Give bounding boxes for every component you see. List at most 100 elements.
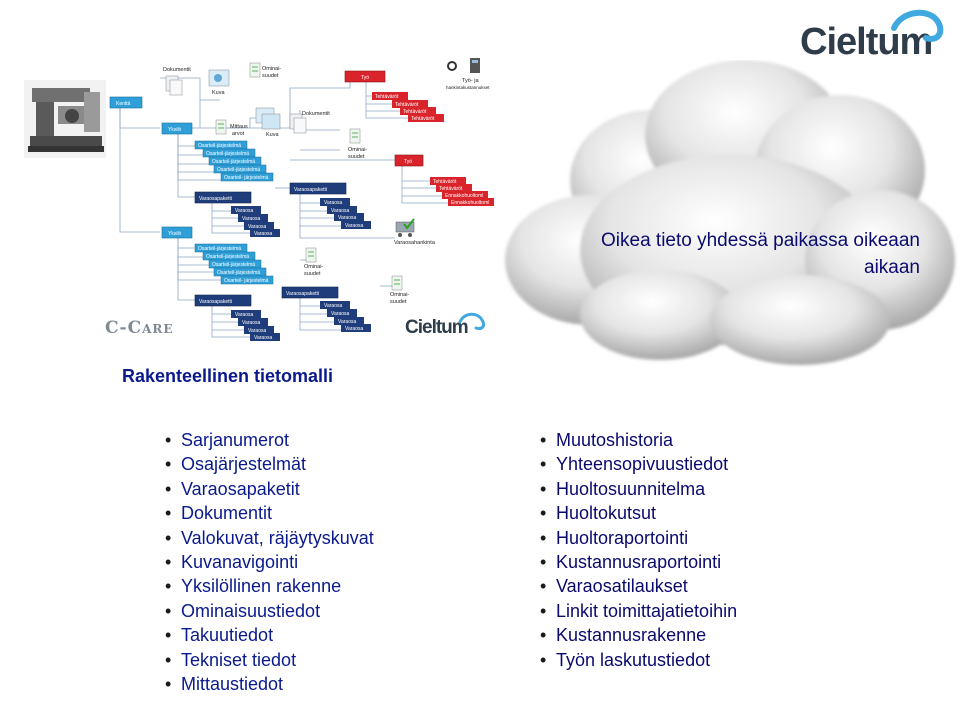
svg-text:Työ: Työ: [361, 75, 369, 81]
svg-text:Varaosa: Varaosa: [338, 215, 356, 221]
machine-photo: [24, 80, 106, 158]
list-item: Muutoshistoria: [540, 428, 737, 453]
diagram-doc-icon-2: Dokumentit: [289, 111, 330, 134]
svg-text:Työ- ja: Työ- ja: [462, 78, 479, 84]
svg-text:suudet: suudet: [304, 271, 321, 277]
cloud-caption: Oikea tieto yhdessä paikassa oikeaan aik…: [540, 227, 920, 281]
diagram-spare-order: Varaosahankinta: [394, 218, 436, 246]
diagram-spare-package-1: Varaosapaketti Varaosa Varaosa Varaosa V…: [194, 191, 280, 237]
svg-text:arvot: arvot: [232, 131, 245, 137]
svg-text:Varaosapaketti: Varaosapaketti: [294, 187, 327, 193]
structure-diagram: Kenttä Yksilö Yksilö Osarteil-järjestelm…: [24, 58, 494, 341]
svg-text:Varaosapaketti: Varaosapaketti: [286, 291, 319, 297]
svg-text:Ominai-: Ominai-: [262, 66, 281, 72]
svg-text:Ominai-: Ominai-: [304, 264, 323, 270]
list-item: Mittaustiedot: [165, 672, 374, 697]
svg-text:Varaosa: Varaosa: [235, 312, 253, 318]
list-item: Sarjanumerot: [165, 428, 374, 453]
svg-text:Osarteil-järjestelmä: Osarteil-järjestelmä: [206, 151, 249, 157]
list-item: Varaosatilaukset: [540, 574, 737, 599]
list-item: Kustannusrakenne: [540, 623, 737, 648]
section-title: Rakenteellinen tietomalli: [122, 366, 334, 386]
svg-text:Varaosa: Varaosa: [254, 335, 272, 341]
svg-text:Varaosa: Varaosa: [324, 200, 342, 206]
list-item: Ominaisuustiedot: [165, 599, 374, 624]
diagram-node-unit-1: Yksilö: [161, 122, 193, 135]
diagram-node-unit-2: Yksilö: [161, 226, 193, 239]
svg-text:Osarteil-järjestelmä: Osarteil-järjestelmä: [217, 167, 260, 173]
svg-text:Dokumentit: Dokumentit: [302, 111, 330, 117]
svg-text:Osarteil-järjestelmä: Osarteil-järjestelmä: [198, 143, 241, 149]
cieltum-logo: Cieltum: [800, 21, 933, 63]
diagram-work-1: Työ Tehtäväröt Tehtäväröt Tehtäväröt Teh…: [344, 70, 444, 122]
diagram-spare-package-3: Varaosapaketti Varaosa Varaosa Varaosa V…: [289, 182, 371, 229]
svg-text:Varaosa: Varaosa: [345, 223, 363, 229]
cieltum-swirl-small-icon: [458, 312, 486, 330]
svg-text:Ominai-: Ominai-: [390, 292, 409, 298]
svg-text:suudet: suudet: [390, 299, 407, 305]
diagram-measure: Mittaus arvot: [215, 119, 248, 137]
list-item: Kuvanavigointi: [165, 550, 374, 575]
svg-text:Varaosa: Varaosa: [345, 326, 363, 332]
cloud-caption-line-1: Oikea tieto yhdessä paikassa oikeaan: [601, 230, 920, 251]
list-item: Huoltokutsut: [540, 501, 737, 526]
svg-text:Ennakkohuoltoml: Ennakkohuoltoml: [445, 193, 483, 199]
diagram-work-costs: Työ- ja hankintakustannukset: [446, 58, 490, 90]
list-item: Huoltoraportointi: [540, 526, 737, 551]
svg-text:Varaosa: Varaosa: [331, 208, 349, 214]
diagram-image-icon-2: Kuva: [255, 107, 281, 138]
diagram-connectors: [119, 75, 448, 338]
svg-text:Ennakkohuoltoml: Ennakkohuoltoml: [451, 200, 489, 206]
svg-text:hankintakustannukset: hankintakustannukset: [446, 85, 490, 90]
svg-text:Tehtäväröt: Tehtäväröt: [375, 94, 399, 100]
svg-text:Osarteil- järjestelmä: Osarteil- järjestelmä: [224, 278, 269, 284]
list-item: Linkit toimittajatietoihin: [540, 599, 737, 624]
svg-text:Tehtäväröt: Tehtäväröt: [433, 179, 457, 185]
svg-text:Tehtäväröt: Tehtäväröt: [439, 186, 463, 192]
diagram-subsystems-1: Osarteil-järjestelmä Osarteil-järjestelm…: [194, 140, 274, 182]
svg-text:Varaosa: Varaosa: [248, 224, 266, 230]
svg-text:Varaosa: Varaosa: [324, 303, 342, 309]
diagram-subsystems-2: Osarteil-järjestelmä Osarteil-järjestelm…: [194, 243, 274, 285]
svg-text:Varaosa: Varaosa: [331, 311, 349, 317]
cloud-caption-line-2: aikaan: [864, 257, 920, 278]
svg-text:Mittaus: Mittaus: [230, 124, 248, 130]
list-item: Työn laskutustiedot: [540, 648, 737, 673]
svg-text:Kuva: Kuva: [266, 132, 279, 138]
svg-text:Osarteil-järjestelmä: Osarteil-järjestelmä: [206, 254, 249, 260]
diagram-doc-icon: Dokumentit: [163, 67, 191, 96]
left-bullet-list: Sarjanumerot Osajärjestelmät Varaosapake…: [165, 428, 374, 697]
diagram-image-icon: Kuva: [208, 69, 230, 96]
diagram-node-root: Kenttä: [109, 96, 143, 109]
svg-text:Yksilö: Yksilö: [168, 231, 182, 237]
diagram-spare-package-2: Varaosapaketti Varaosa Varaosa Varaosa V…: [194, 294, 280, 341]
list-item: Valokuvat, räjäytyskuvat: [165, 526, 374, 551]
list-item: Varaosapaketit: [165, 477, 374, 502]
svg-text:Varaosapaketti: Varaosapaketti: [199, 196, 232, 202]
diagram-properties-low: Ominai- suudet: [304, 247, 323, 277]
cieltum-swirl-icon: [891, 10, 944, 42]
svg-text:Kuva: Kuva: [212, 90, 225, 96]
svg-text:Varaosa: Varaosa: [248, 328, 266, 334]
svg-text:Osarteil- järjestelmä: Osarteil- järjestelmä: [224, 175, 269, 181]
svg-text:Varaosapaketti: Varaosapaketti: [199, 299, 232, 305]
svg-text:Kenttä: Kenttä: [116, 101, 131, 107]
svg-text:Varaosahankinta: Varaosahankinta: [394, 240, 436, 246]
c-care-logo: C-Care: [105, 318, 174, 338]
cieltum-logo-small: Cieltum: [405, 317, 469, 338]
svg-text:Varaosa: Varaosa: [254, 231, 272, 237]
right-bullet-list: Muutoshistoria Yhteensopivuustiedot Huol…: [540, 428, 737, 672]
diagram-properties-mid: Ominai- suudet: [348, 128, 367, 160]
list-item: Tekniset tiedot: [165, 648, 374, 673]
svg-text:Osarteil-järjestelmä: Osarteil-järjestelmä: [212, 262, 255, 268]
svg-text:Varaosa: Varaosa: [338, 319, 356, 325]
svg-text:Varaosa: Varaosa: [242, 216, 260, 222]
svg-text:Yksilö: Yksilö: [168, 127, 182, 133]
list-item: Takuutiedot: [165, 623, 374, 648]
svg-text:Työ: Työ: [404, 159, 412, 165]
svg-text:Ominai-: Ominai-: [348, 147, 367, 153]
list-item: Yhteensopivuustiedot: [540, 452, 737, 477]
svg-text:Tehtäväröt: Tehtäväröt: [395, 102, 419, 108]
list-item: Kustannusraportointi: [540, 550, 737, 575]
svg-text:Tehtäväröt: Tehtäväröt: [411, 116, 435, 122]
